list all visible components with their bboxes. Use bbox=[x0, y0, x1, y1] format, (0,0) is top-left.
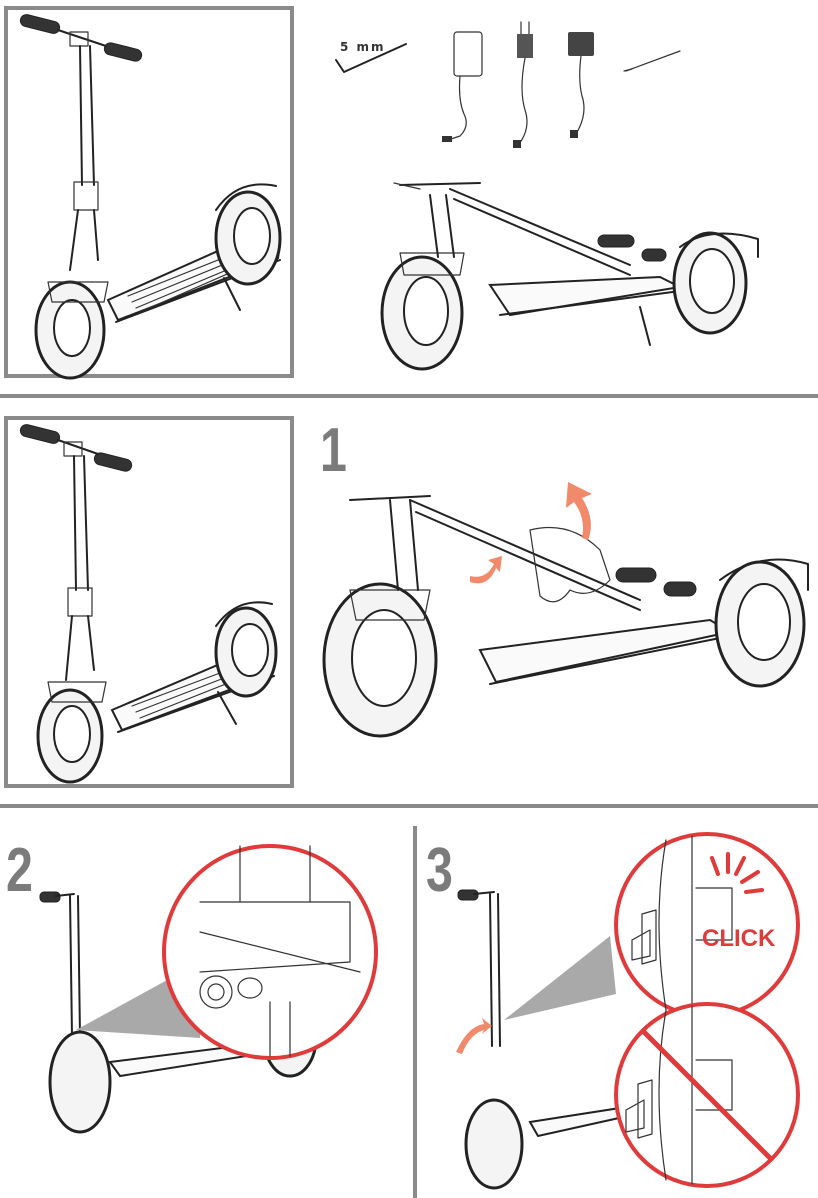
rotate-arrow bbox=[470, 556, 502, 583]
zoom-detail-circle-click: CLICK bbox=[612, 830, 802, 1020]
zoom-detail-circle-step2 bbox=[160, 842, 380, 1062]
section-divider-2 bbox=[0, 804, 818, 808]
step-number-3: 3 bbox=[426, 840, 451, 902]
unfolded-scooter-frame-step1 bbox=[4, 416, 294, 788]
zoom-cone-step3 bbox=[500, 934, 620, 1024]
section-divider-1 bbox=[0, 394, 818, 398]
scooter-unfolded-illustration bbox=[8, 10, 298, 382]
fold-lock-arrow bbox=[456, 1018, 492, 1054]
charger-adapter-icon bbox=[440, 30, 490, 142]
section-divider-vertical bbox=[413, 826, 417, 1198]
scooter-folded-illustration bbox=[380, 165, 780, 375]
unfolded-scooter-frame-top bbox=[4, 6, 294, 378]
hex-key-icon bbox=[330, 40, 410, 80]
zoom-detail-circle-wrong bbox=[612, 1000, 802, 1190]
click-label: CLICK bbox=[702, 925, 776, 952]
uk-plug-cable-icon bbox=[562, 30, 602, 142]
valve-extension-icon bbox=[620, 45, 690, 85]
scooter-unfold-step1-illustration bbox=[320, 460, 810, 740]
eu-plug-cable-icon bbox=[505, 20, 545, 150]
scooter-unfolded-illustration-step1 bbox=[8, 420, 298, 792]
